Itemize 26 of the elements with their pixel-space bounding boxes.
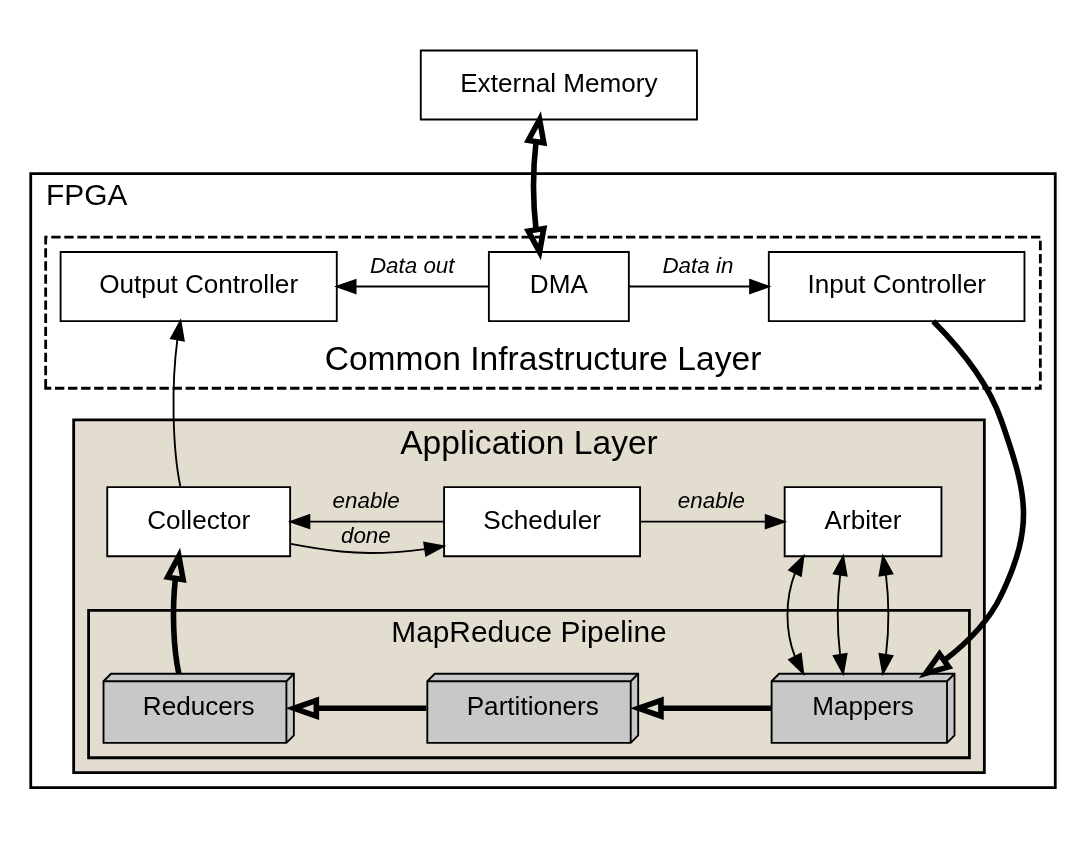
node-box: DMA <box>487 251 630 322</box>
node-box: External Memory <box>419 49 698 121</box>
arrow <box>169 318 185 488</box>
edge-label: done <box>340 523 391 549</box>
arrow <box>832 553 848 677</box>
arrow <box>163 547 187 674</box>
node-box: Output Controller <box>59 251 338 322</box>
arrow <box>786 553 805 676</box>
arrow <box>285 696 427 721</box>
node-box: Input Controller <box>767 251 1026 322</box>
edge-label: Data out <box>369 252 455 278</box>
arrow <box>334 278 490 295</box>
arrow <box>630 696 771 721</box>
arrow <box>523 111 548 261</box>
edge-label: enable <box>677 487 746 513</box>
arrow <box>918 319 1027 679</box>
arrow <box>289 541 447 557</box>
node-box: Collector <box>106 486 292 558</box>
node-box: Arbiter <box>783 486 943 558</box>
arrow <box>639 513 788 530</box>
edge-label: enable <box>332 487 400 513</box>
edge-label: Data in <box>662 252 734 278</box>
node-box: Scheduler <box>443 486 641 558</box>
arrow <box>287 513 445 530</box>
arrow <box>627 278 772 295</box>
arrow <box>878 553 894 677</box>
